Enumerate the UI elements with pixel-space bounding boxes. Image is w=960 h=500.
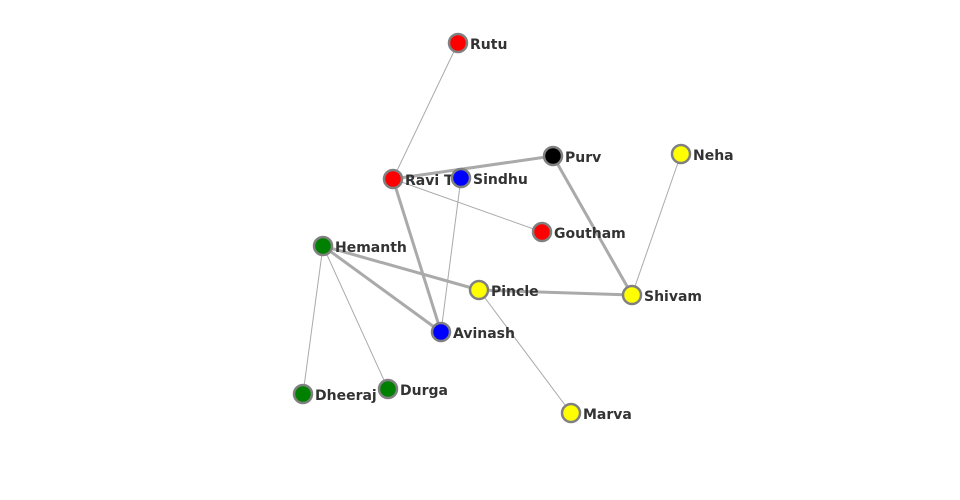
node-shivam[interactable] <box>621 284 643 306</box>
node-label-neha: Neha <box>693 148 734 164</box>
node-label-goutham: Goutham <box>554 226 626 242</box>
node-label-ravi: Ravi T <box>405 173 454 189</box>
edge-hemanth-durga <box>322 245 389 390</box>
node-marva[interactable] <box>560 402 582 424</box>
node-label-sindhu: Sindhu <box>473 172 528 188</box>
edge-ravi-goutham <box>392 178 543 233</box>
node-label-hemanth: Hemanth <box>335 240 407 256</box>
node-ravi[interactable] <box>382 168 404 190</box>
node-dheeraj[interactable] <box>292 383 314 405</box>
edge-ravi-avinash <box>391 178 443 333</box>
node-durga[interactable] <box>377 378 399 400</box>
node-avinash[interactable] <box>430 321 452 343</box>
node-goutham[interactable] <box>531 221 553 243</box>
edge-pincle-shivam <box>478 288 633 297</box>
edge-hemanth-pincle <box>322 244 480 292</box>
node-label-avinash: Avinash <box>453 326 515 342</box>
node-rutu[interactable] <box>447 32 469 54</box>
edge-pincle-marva <box>478 289 572 414</box>
node-sindhu[interactable] <box>450 167 472 189</box>
node-label-dheeraj: Dheeraj <box>315 388 377 404</box>
edge-hemanth-avinash <box>322 244 442 334</box>
node-label-shivam: Shivam <box>644 289 702 305</box>
node-pincle[interactable] <box>468 279 490 301</box>
node-neha[interactable] <box>670 143 692 165</box>
node-label-purv: Purv <box>565 150 601 166</box>
edge-sindhu-avinash <box>440 177 462 333</box>
node-label-durga: Durga <box>400 383 448 399</box>
edge-rutu-ravi <box>392 42 459 180</box>
node-label-marva: Marva <box>583 407 632 423</box>
node-label-pincle: Pincle <box>491 284 539 300</box>
edge-ravi-purv <box>392 154 554 181</box>
node-purv[interactable] <box>542 145 564 167</box>
edge-purv-shivam <box>551 155 634 296</box>
edge-neha-shivam <box>631 153 682 296</box>
node-hemanth[interactable] <box>312 235 334 257</box>
node-label-rutu: Rutu <box>470 37 507 53</box>
edge-hemanth-dheeraj <box>302 245 324 395</box>
